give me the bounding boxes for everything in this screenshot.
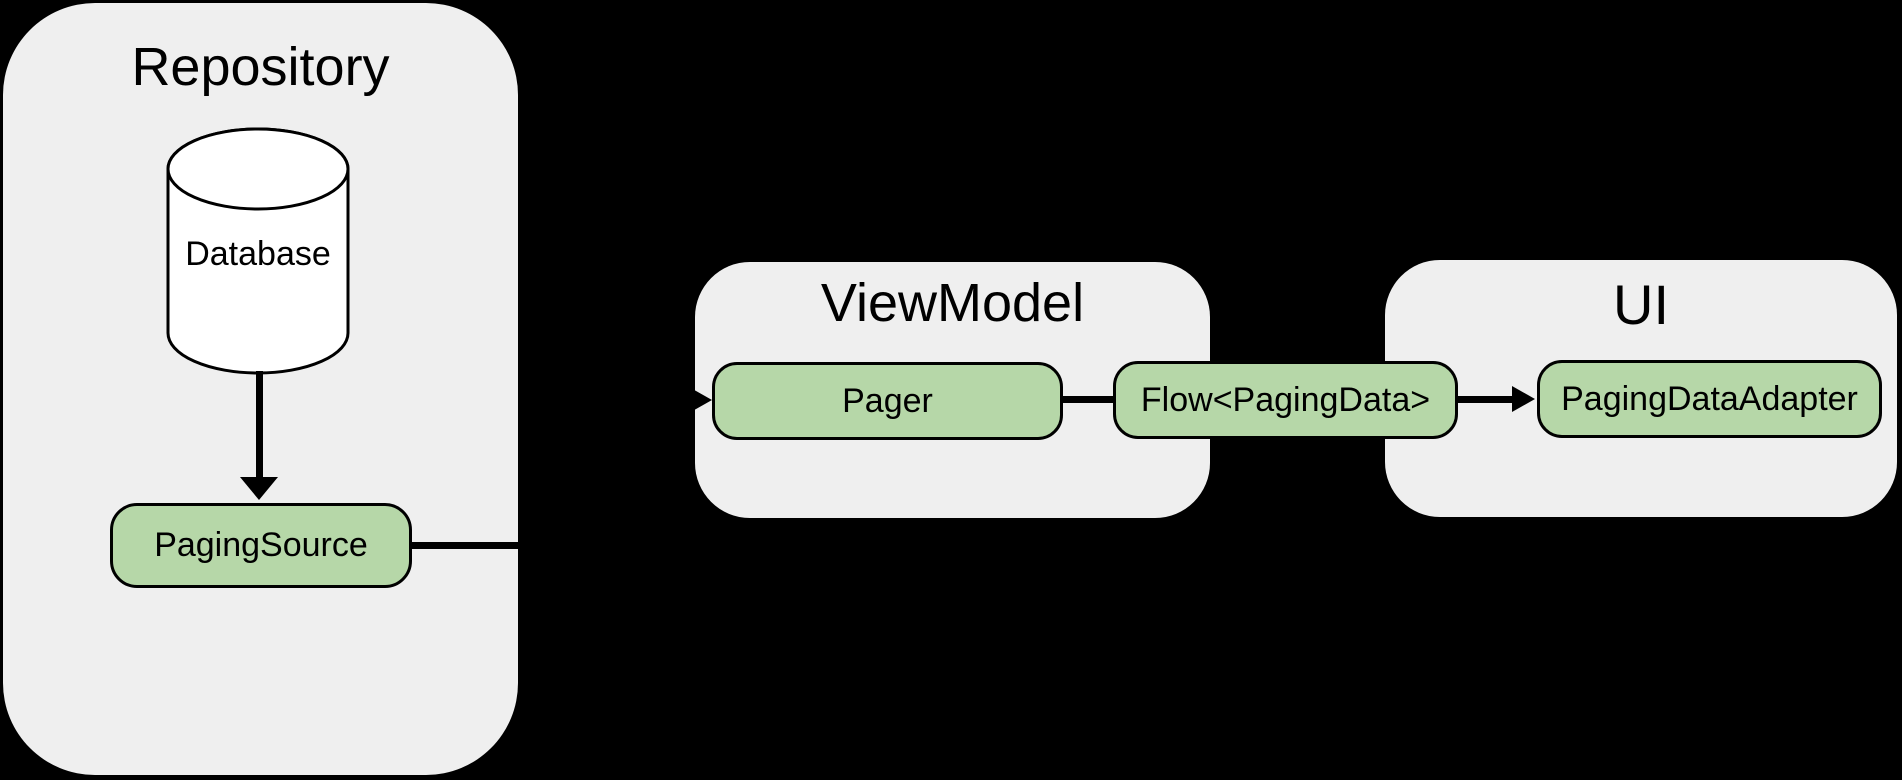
flow-paging-data-node: Flow<PagingData>: [1113, 361, 1458, 439]
viewmodel-title: ViewModel: [820, 273, 1085, 333]
flow-paging-data-label: Flow<PagingData>: [1140, 380, 1431, 419]
ui-title: UI: [1613, 273, 1669, 336]
paging-data-adapter-node: PagingDataAdapter: [1537, 360, 1882, 438]
flow-to-adapter-line: [1455, 396, 1515, 403]
pagingsource-to-pager-line: [643, 396, 691, 403]
repository-title: Repository: [131, 37, 390, 97]
pager-to-flow-line: [1060, 396, 1116, 403]
pager-label: Pager: [842, 381, 933, 420]
database-to-pagingsource-arrowhead: [240, 477, 278, 500]
paging-source-label: PagingSource: [154, 526, 368, 564]
pagingsource-to-pager-arrowhead: [689, 387, 712, 413]
flow-to-adapter-arrowhead: [1512, 386, 1535, 412]
pagingsource-out-line: [410, 542, 650, 549]
pagingsource-riser-line: [643, 399, 650, 549]
pager-node: Pager: [712, 362, 1063, 440]
database-cylinder-icon: [166, 127, 350, 375]
database-to-pagingsource-line: [256, 371, 263, 479]
paging-data-adapter-label: PagingDataAdapter: [1561, 379, 1858, 418]
database-node: Database: [185, 234, 331, 273]
paging-source-node: PagingSource: [110, 503, 412, 588]
